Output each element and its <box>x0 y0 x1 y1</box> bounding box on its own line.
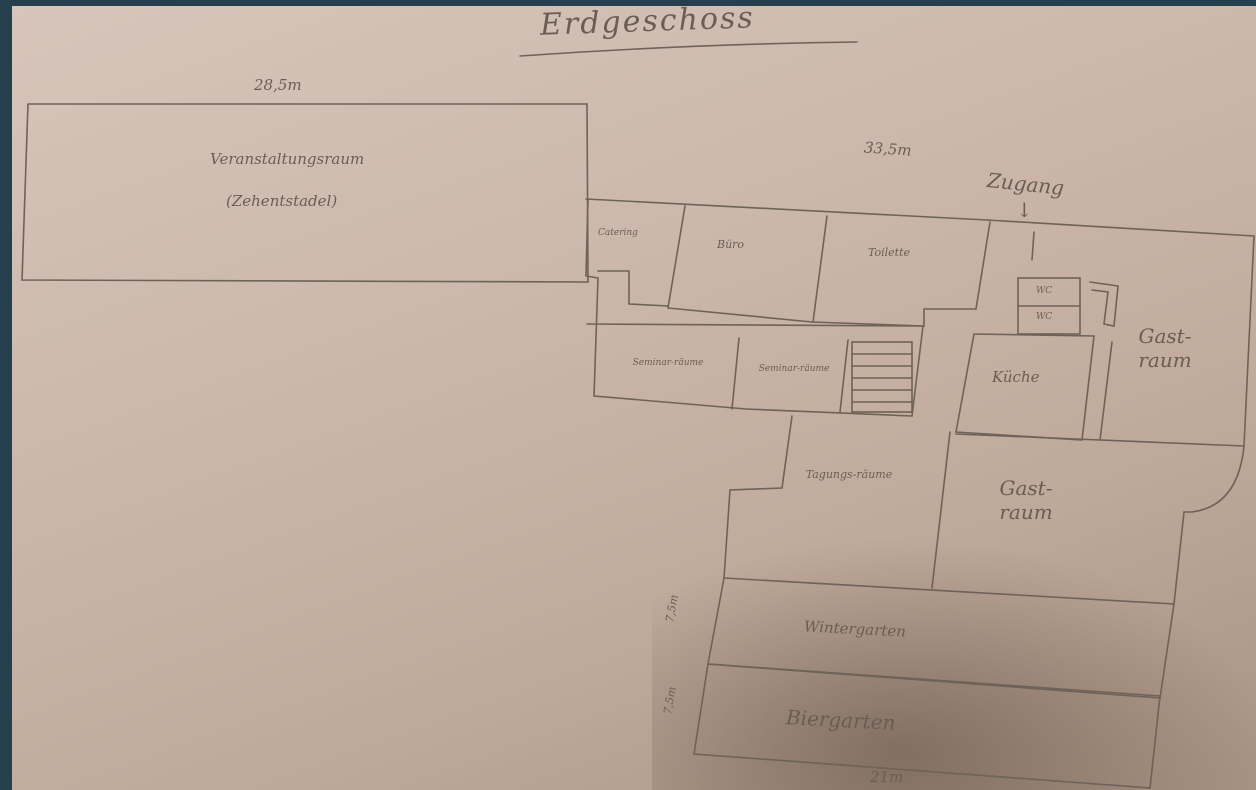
room-veranstaltungsraum: Veranstaltungsraum <box>210 150 365 168</box>
wall-office-bottom <box>667 307 977 327</box>
wall-right <box>1173 235 1255 605</box>
wall-kueche-bottom <box>955 433 1245 447</box>
entrance-door <box>1031 231 1035 261</box>
wc-top: WC <box>1036 286 1053 296</box>
wall-biergarten <box>693 663 1161 789</box>
room-seminar-1: Seminar-räume <box>632 358 704 368</box>
dimension-bottom: 21m <box>870 768 904 786</box>
room-seminar-2: Seminar-räume <box>758 364 830 374</box>
room-tagungsraum: Tagungs-räume <box>805 468 893 481</box>
room-gastraum-1: Gast-raum <box>1138 324 1192 372</box>
entrance-arrow-icon: ↓ <box>1016 198 1033 222</box>
room-veranstaltungsraum-sub: (Zehentstadel) <box>226 192 338 210</box>
wall-stairs-right <box>911 325 924 417</box>
room-gastraum-2: Gast-raum <box>999 476 1053 524</box>
paper-sheet: Erdgeschoss 28,5m 33,5m Zugang ↓ Veranst… <box>12 6 1256 790</box>
floor-plan-drawing <box>21 41 1255 789</box>
wall-seminar-divider <box>731 337 740 410</box>
wall-corridor <box>586 323 923 327</box>
room-kueche: Küche <box>992 368 1040 386</box>
title-underline <box>519 41 858 57</box>
wall-toilette-right <box>975 221 991 310</box>
wall-catering-notch <box>597 270 669 307</box>
dimension-top-left: 28,5m <box>254 76 302 94</box>
room-catering: Catering <box>598 228 638 238</box>
wall-tagungsraum <box>723 415 793 579</box>
wall-seminar-right <box>839 339 849 413</box>
wall-outline-left <box>585 198 913 417</box>
room-toilette: Toilette <box>868 246 911 259</box>
wall-veranstaltungsraum <box>21 103 589 283</box>
wall-kueche <box>955 333 1095 441</box>
dimension-top-right: 33,5m <box>863 138 913 160</box>
wc-bottom: WC <box>1036 312 1053 322</box>
wall-outline-top <box>585 198 1255 237</box>
room-buero: Büro <box>717 238 745 251</box>
wall-buero-right <box>812 215 828 323</box>
wall-catering-right <box>667 205 686 309</box>
wall-tagung-gast <box>931 431 951 589</box>
stairs <box>851 341 913 413</box>
wall-gastraum-divider <box>1099 341 1113 441</box>
